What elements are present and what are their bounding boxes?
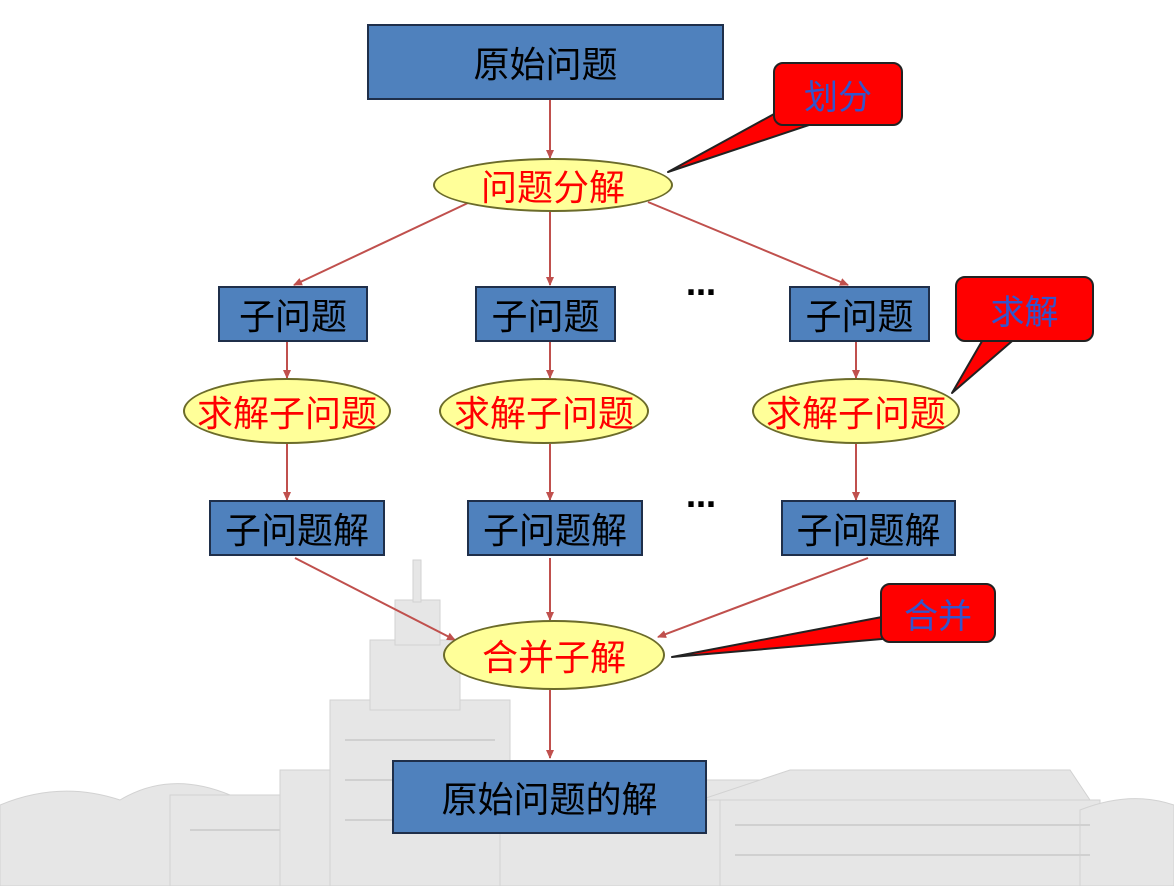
node-solve-sub-problem-2: 求解子问题 (439, 378, 649, 444)
callout-solve: 求解 (955, 276, 1094, 342)
node-label: 原始问题的解 (441, 780, 658, 821)
node-label: 子问题 (491, 297, 600, 338)
node-sub-solution-1: 子问题解 (209, 500, 385, 556)
node-sub-problem-3: 子问题 (789, 286, 930, 342)
node-label: 原始问题 (473, 45, 618, 86)
node-label: 子问题 (238, 297, 347, 338)
callout-merge: 合并 (880, 583, 996, 643)
ellipsis-row-2: … (686, 480, 717, 515)
node-sub-solution-3: 子问题解 (781, 500, 956, 556)
node-label: 求解子问题 (453, 394, 634, 435)
node-sub-problem-1: 子问题 (218, 286, 368, 342)
node-label: 子问题解 (482, 511, 627, 552)
node-sub-solution-2: 子问题解 (467, 500, 643, 556)
node-label: 合并子解 (481, 638, 626, 679)
node-sub-problem-2: 子问题 (475, 286, 616, 342)
node-label: 求解子问题 (765, 394, 946, 435)
callout-label: 划分 (804, 77, 872, 118)
node-problem-decompose: 问题分解 (433, 158, 673, 212)
node-merge-sub-solutions: 合并子解 (443, 620, 665, 690)
node-label: 子问题 (805, 297, 914, 338)
callout-divide: 划分 (773, 62, 903, 126)
node-solve-sub-problem-3: 求解子问题 (752, 378, 960, 444)
callout-label: 合并 (904, 596, 972, 637)
callout-label: 求解 (990, 292, 1059, 333)
node-solve-sub-problem-1: 求解子问题 (183, 378, 391, 444)
node-label: 子问题解 (796, 511, 941, 552)
node-label: 问题分解 (480, 168, 625, 209)
node-original-solution: 原始问题的解 (392, 760, 707, 834)
node-label: 子问题解 (224, 511, 369, 552)
node-label: 求解子问题 (196, 394, 377, 435)
node-original-problem: 原始问题 (367, 24, 724, 100)
ellipsis-row-1: … (686, 268, 717, 303)
